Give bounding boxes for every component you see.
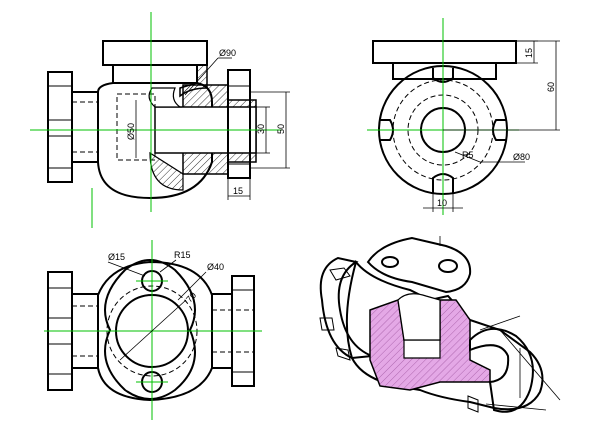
dim-15-label: 15 (233, 186, 243, 196)
dim-phi90-label: Ø90 (219, 48, 236, 58)
side-view: 15 60 R5 Ø80 10 (367, 18, 560, 215)
front-right-flange (227, 69, 251, 179)
side-top-flange (372, 40, 517, 64)
top-dim-phi15-label: Ø15 (108, 252, 125, 262)
side-dim-r5-label: R5 (462, 150, 474, 160)
front-left-flange (47, 71, 73, 183)
dim-30-label: 30 (256, 124, 266, 134)
side-dim-10-label: 10 (437, 198, 447, 208)
top-dim-70-label: 70 (184, 290, 198, 304)
top-view: Ø15 R15 Ø40 70 (44, 240, 262, 420)
top-dim-r15-label: R15 (174, 250, 191, 260)
iso-right-flange (469, 328, 534, 413)
front-view: Ø90 Ø50 30 50 15 (30, 12, 290, 228)
side-dim-15-label: 15 (524, 48, 534, 58)
top-dim-phi40-label: Ø40 (207, 262, 224, 272)
dim-phi50-label: Ø50 (126, 123, 136, 140)
dim-50-label: 50 (276, 124, 286, 134)
side-dim-phi80-label: Ø80 (513, 152, 530, 162)
top-oval-flange (104, 259, 196, 400)
iso-left-flange (319, 256, 373, 360)
front-top-neck (112, 64, 198, 84)
front-top-flange (102, 40, 208, 66)
isometric-section-view (319, 236, 561, 413)
side-dim-60-label: 60 (546, 82, 556, 92)
iso-top-flange (366, 236, 472, 294)
